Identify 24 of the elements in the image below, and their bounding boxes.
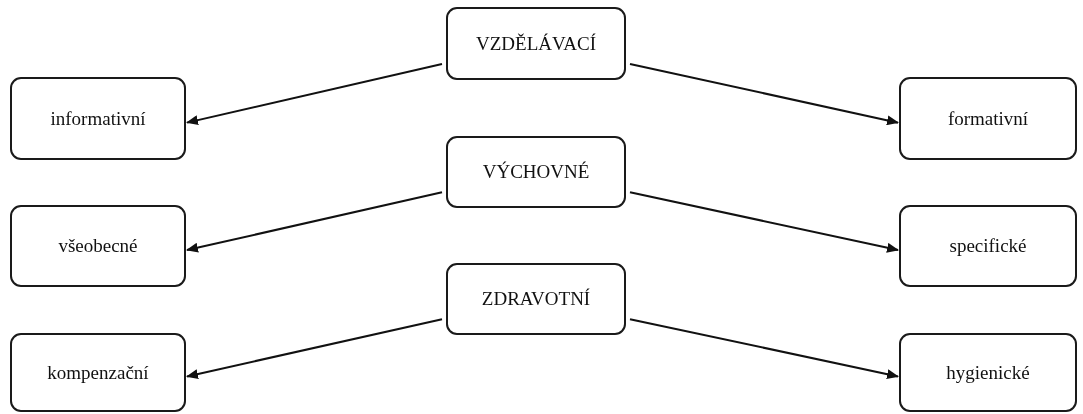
process-box [10, 205, 186, 287]
process-box [899, 205, 1077, 287]
process-box [446, 136, 626, 208]
arrow [186, 191, 443, 253]
process-box [446, 7, 626, 80]
arrow [629, 62, 899, 126]
arrow [186, 62, 443, 126]
arrow [629, 318, 899, 380]
box-label: hygienické [946, 361, 1030, 384]
box-label: všeobecné [58, 235, 138, 257]
box-label: formativní [947, 107, 1029, 130]
arrow [629, 191, 899, 253]
box-label: informativní [50, 107, 146, 130]
box-label: ZDRAVOTNÍ [481, 288, 591, 310]
process-box [10, 77, 186, 160]
box-label: VZDĚLÁVACÍ [476, 32, 596, 55]
box-label: VÝCHOVNÉ [482, 161, 590, 183]
process-box [10, 333, 186, 412]
arrow [186, 318, 443, 379]
box-label: specifické [949, 235, 1027, 257]
process-box [899, 333, 1077, 412]
process-box [899, 77, 1077, 160]
box-label: kompenzační [47, 361, 149, 384]
process-box [446, 263, 626, 335]
